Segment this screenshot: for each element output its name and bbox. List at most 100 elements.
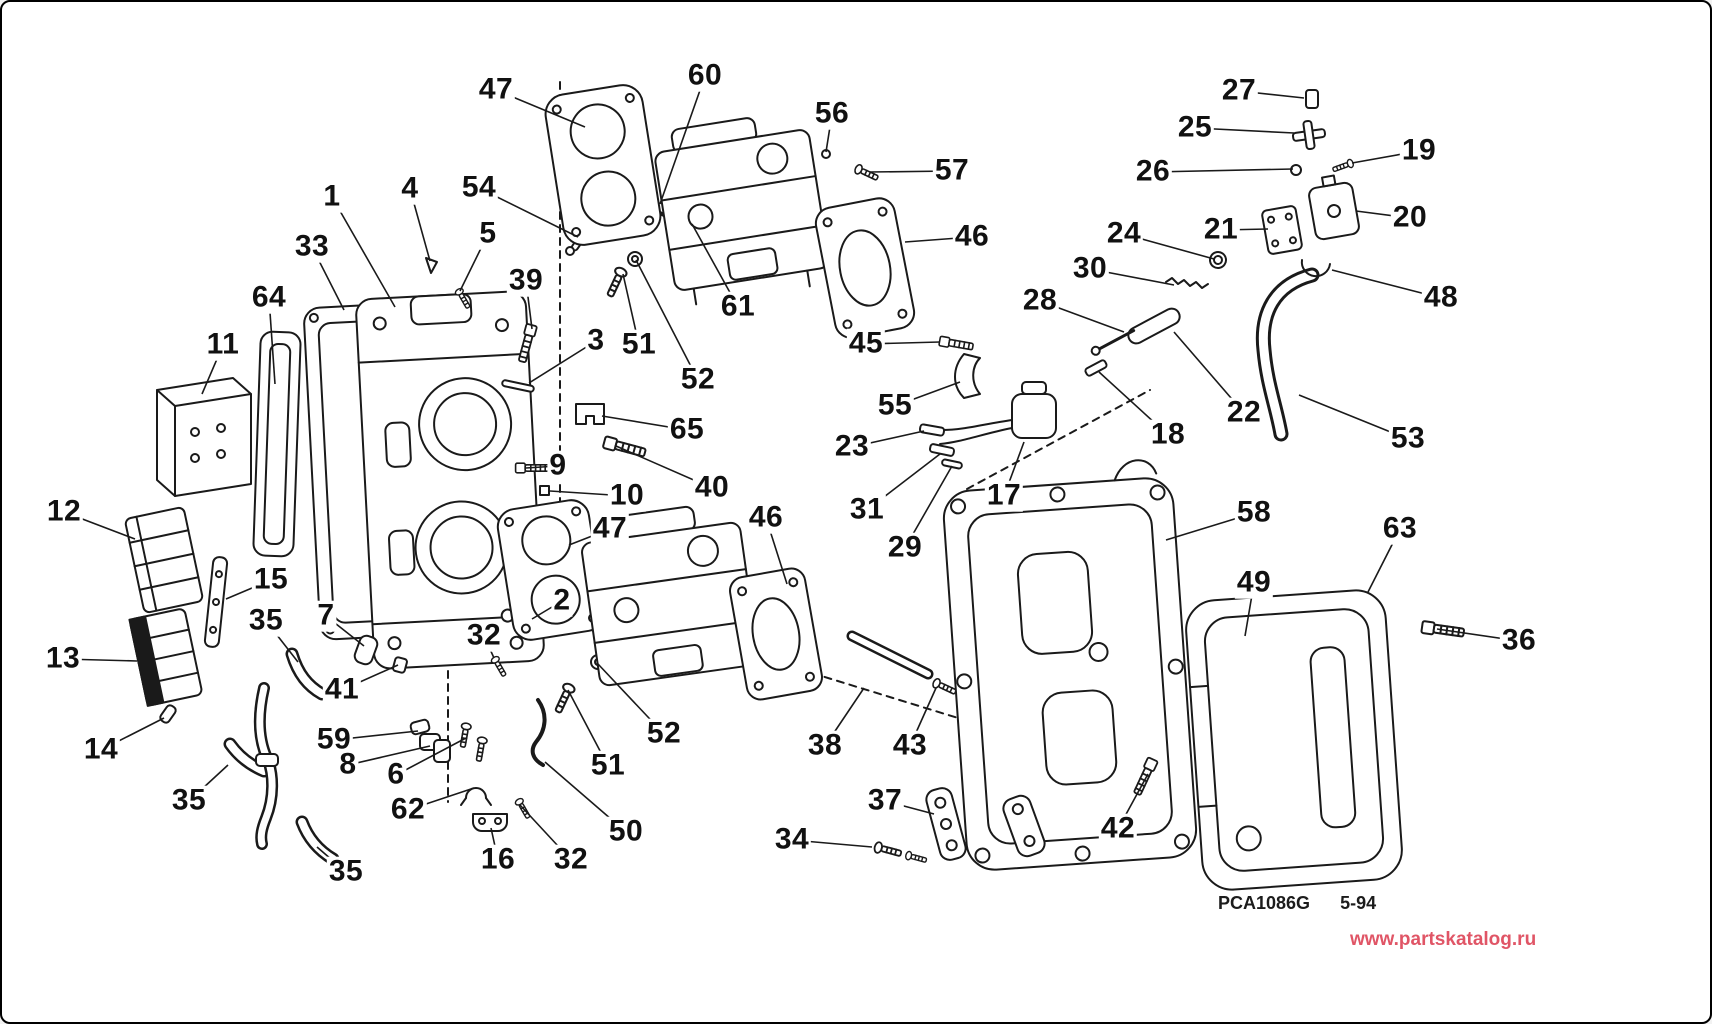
lead-connector-23 bbox=[918, 423, 946, 437]
revision-date: 5-94 bbox=[1340, 893, 1377, 913]
callout-1-15: 1 bbox=[321, 179, 343, 213]
callout-6-57: 6 bbox=[385, 757, 407, 791]
reed-plate-12 bbox=[124, 506, 204, 614]
callout-50-64: 50 bbox=[606, 814, 646, 848]
footer: PCA1086G 5-94 bbox=[1218, 893, 1376, 914]
carb-gasket-47-top bbox=[544, 84, 662, 246]
hose-tee-fitting bbox=[255, 753, 279, 767]
carburetor-top bbox=[654, 117, 830, 306]
callout-3-22: 3 bbox=[585, 323, 607, 357]
nut-24 bbox=[1209, 251, 1227, 269]
reed-block-11 bbox=[156, 377, 252, 497]
stud-3 bbox=[501, 379, 535, 393]
callout-26-7: 26 bbox=[1133, 154, 1173, 188]
callout-48-12: 48 bbox=[1421, 280, 1461, 314]
intake-cover-58 bbox=[942, 459, 1198, 871]
o-ring-26 bbox=[1290, 164, 1302, 176]
callout-46-42: 46 bbox=[746, 500, 786, 534]
gasket-46-bottom bbox=[729, 567, 823, 701]
watermark-link[interactable]: www.partskatalog.ru bbox=[1350, 929, 1537, 950]
callout-28-14: 28 bbox=[1020, 283, 1060, 317]
callout-23-30: 23 bbox=[832, 429, 872, 463]
side-cover-49 bbox=[1185, 589, 1403, 891]
callout-65-27: 65 bbox=[667, 412, 707, 446]
callout-25-5: 25 bbox=[1175, 110, 1215, 144]
callout-39-20: 39 bbox=[506, 263, 546, 297]
callout-2-46: 2 bbox=[551, 583, 573, 617]
bracket-55 bbox=[954, 353, 981, 399]
callout-7-50: 7 bbox=[315, 598, 337, 632]
callout-22-32: 22 bbox=[1224, 395, 1264, 429]
callout-49-47: 49 bbox=[1234, 565, 1274, 599]
hinge-bracket bbox=[1002, 794, 1046, 858]
callout-29-40: 29 bbox=[885, 530, 925, 564]
callout-40-34: 40 bbox=[692, 470, 732, 504]
callout-8-56: 8 bbox=[337, 747, 359, 781]
rod-28 bbox=[1090, 329, 1136, 356]
callout-24-10: 24 bbox=[1104, 216, 1144, 250]
manifold-gasket-64 bbox=[252, 330, 302, 558]
callout-54-17: 54 bbox=[459, 170, 499, 204]
callout-35-48: 35 bbox=[246, 603, 286, 637]
square-key-10 bbox=[539, 485, 550, 496]
callout-60-1: 60 bbox=[685, 58, 725, 92]
callout-15-45: 15 bbox=[251, 562, 291, 596]
callout-47-0: 47 bbox=[476, 72, 516, 106]
callout-37-65: 37 bbox=[865, 783, 905, 817]
callout-4-16: 4 bbox=[399, 171, 421, 205]
callout-42-67: 42 bbox=[1098, 811, 1138, 845]
clamp-block-65 bbox=[575, 403, 605, 425]
callout-10-36: 10 bbox=[607, 478, 647, 512]
callout-63-44: 63 bbox=[1380, 511, 1420, 545]
sleeve-22 bbox=[1127, 307, 1181, 345]
callout-41-52: 41 bbox=[322, 672, 362, 706]
callout-47-41: 47 bbox=[590, 511, 630, 545]
callout-43-61: 43 bbox=[890, 728, 930, 762]
pin-18 bbox=[1084, 359, 1108, 377]
callout-52-58: 52 bbox=[644, 716, 684, 750]
bracket-37 bbox=[925, 787, 967, 861]
callout-53-33: 53 bbox=[1388, 421, 1428, 455]
bracket-16 bbox=[472, 813, 508, 832]
callout-57-3: 57 bbox=[932, 153, 972, 187]
reed-plate-13 bbox=[128, 608, 203, 707]
callout-21-9: 21 bbox=[1201, 212, 1241, 246]
callout-62-63: 62 bbox=[388, 792, 428, 826]
callout-45-28: 45 bbox=[846, 326, 886, 360]
tee-fitting-25 bbox=[1291, 119, 1327, 151]
callout-36-53: 36 bbox=[1499, 623, 1539, 657]
callout-27-4: 27 bbox=[1219, 73, 1259, 107]
callout-19-6: 19 bbox=[1399, 133, 1439, 167]
callout-34-66: 34 bbox=[772, 822, 812, 856]
callout-51-23: 51 bbox=[619, 327, 659, 361]
lead-connector-31 bbox=[928, 443, 956, 457]
callout-32-69: 32 bbox=[551, 842, 591, 876]
callout-13-49: 13 bbox=[43, 641, 83, 675]
callout-58-43: 58 bbox=[1234, 495, 1274, 529]
intake-manifold-body bbox=[355, 290, 545, 670]
clamp-48 bbox=[1300, 259, 1331, 278]
callout-31-38: 31 bbox=[847, 492, 887, 526]
callout-51-59: 51 bbox=[588, 748, 628, 782]
callout-30-13: 30 bbox=[1070, 251, 1110, 285]
callout-56-2: 56 bbox=[812, 96, 852, 130]
callout-5-18: 5 bbox=[477, 216, 499, 250]
callout-35-62: 35 bbox=[169, 783, 209, 817]
callout-55-29: 55 bbox=[875, 388, 915, 422]
callout-46-11: 46 bbox=[952, 219, 992, 253]
callout-64-21: 64 bbox=[249, 280, 289, 314]
catalog-code: PCA1086G bbox=[1218, 893, 1311, 913]
pump-body-20 bbox=[1308, 174, 1360, 241]
callout-20-8: 20 bbox=[1390, 200, 1430, 234]
nut-41 bbox=[392, 656, 408, 674]
clip-4 bbox=[425, 257, 438, 274]
callout-35-70: 35 bbox=[326, 854, 366, 888]
gasket-46-top bbox=[814, 197, 916, 339]
callout-16-68: 16 bbox=[478, 842, 518, 876]
pump-gasket-21 bbox=[1261, 205, 1303, 255]
clamp-62 bbox=[460, 787, 492, 806]
valve-17 bbox=[939, 381, 1057, 445]
